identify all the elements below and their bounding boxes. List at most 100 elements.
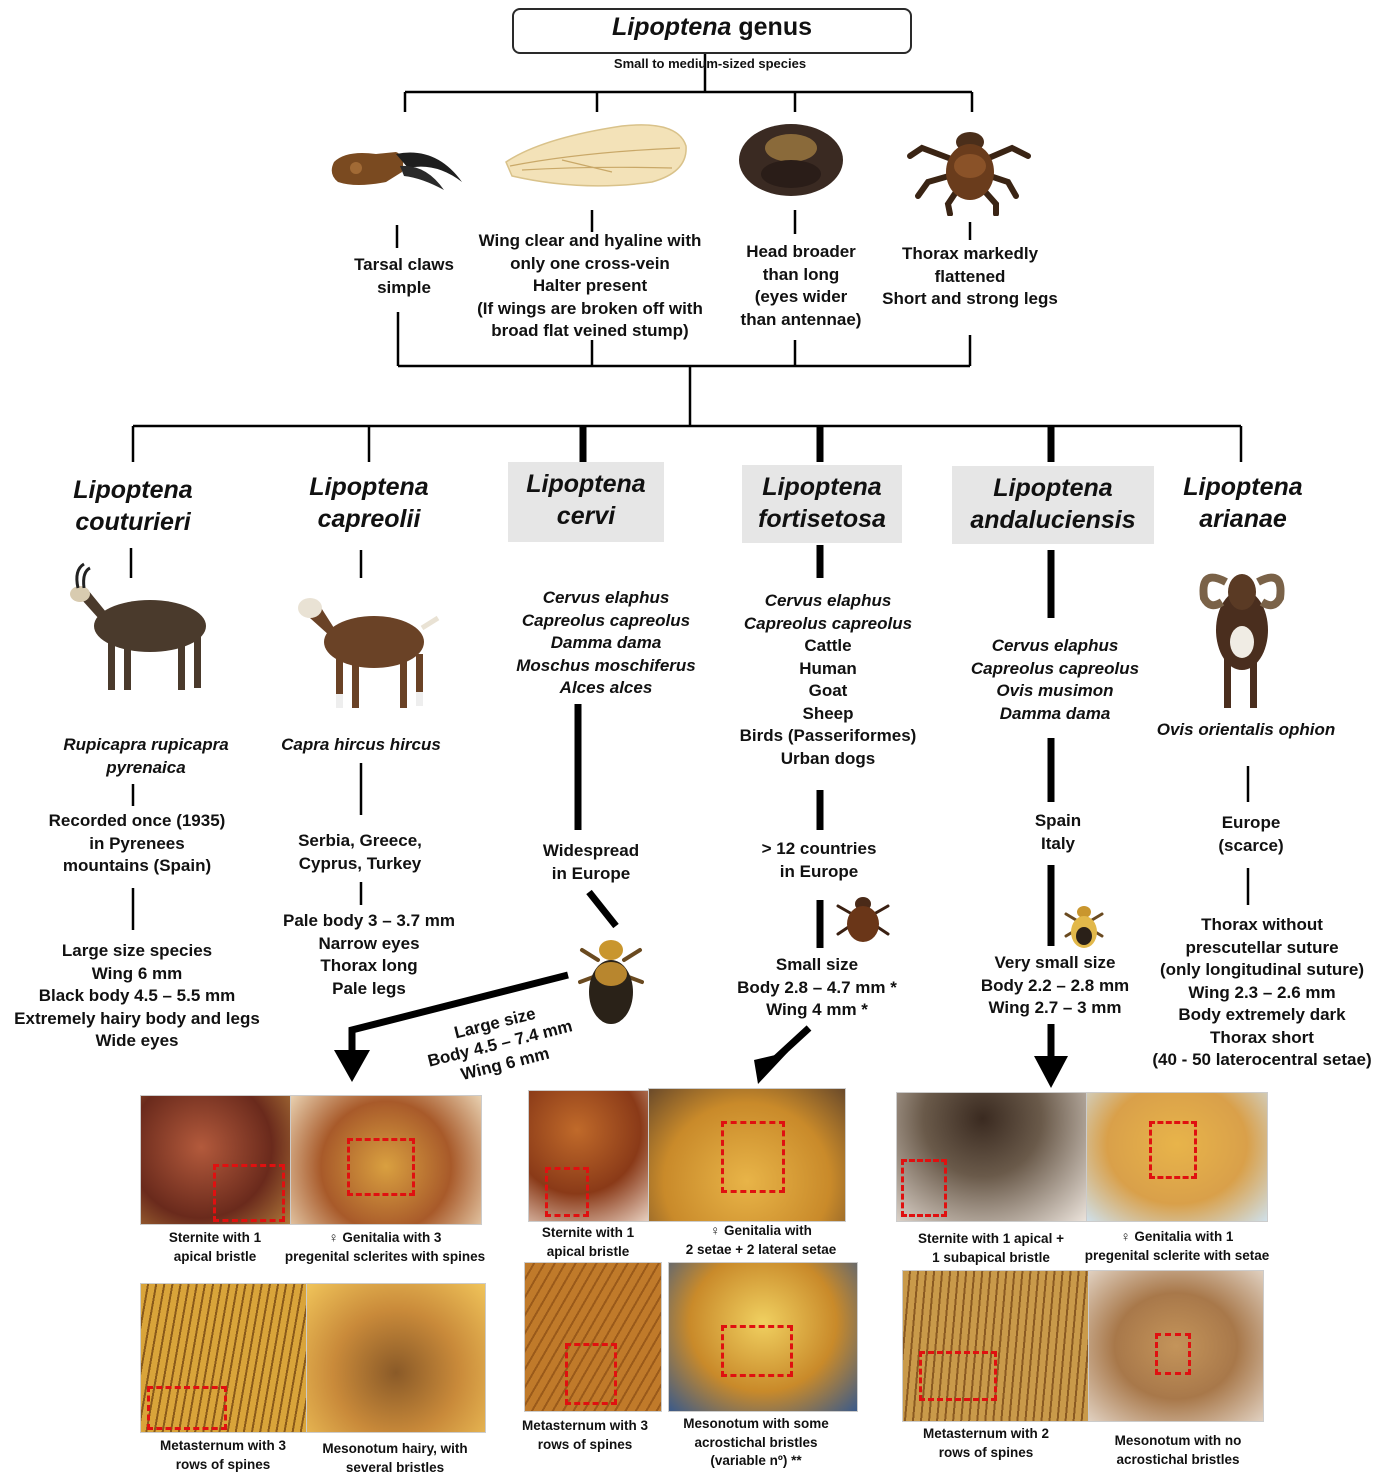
text-line: Body 2.8 – 4.7 mm *: [724, 977, 910, 1000]
text-line: Metasternum with 3: [510, 1417, 660, 1436]
text-line: Large size species: [2, 940, 272, 963]
text-line: Human: [726, 658, 930, 681]
text-line: pyrenaica: [46, 757, 246, 780]
text-line: ♀ Genitalia with: [656, 1222, 866, 1241]
text-line: ♀ Genitalia with 3: [270, 1229, 500, 1248]
text-line: Lipoptena: [40, 474, 226, 506]
text-line: 1 subapical bristle: [896, 1249, 1086, 1268]
text-line: Cervus elaphus: [726, 590, 930, 613]
text-line: rows of spines: [896, 1444, 1076, 1463]
capreolii-hosts: Capra hircus hircus: [266, 734, 456, 757]
text-line: Metasternum with 2: [896, 1425, 1076, 1444]
text-line: than long: [726, 264, 876, 287]
text-line: Lipoptena: [1160, 471, 1326, 503]
text-line: Wide eyes: [2, 1030, 272, 1053]
text-line: Wing 4 mm *: [724, 999, 910, 1022]
fortisetosa-metasternum-photo: [524, 1262, 662, 1412]
text-line: Short and strong legs: [870, 288, 1070, 311]
text-line: Sternite with 1: [520, 1224, 656, 1243]
text-line: Mesonotum with some: [666, 1415, 846, 1434]
andaluciensis-sternite-photo: [896, 1092, 1088, 1222]
text-line: Very small size: [972, 952, 1138, 975]
text-line: Cattle: [726, 635, 930, 658]
genus-title-box: Lipoptena genus: [512, 8, 912, 54]
andaluciensis-genitalia-photo: [1086, 1092, 1268, 1222]
andaluciensis-metasternum-photo: [902, 1270, 1090, 1422]
text-line: cervi: [508, 500, 664, 532]
text-line: capreolii: [276, 503, 462, 535]
text-line: than antennae): [726, 309, 876, 332]
text-line: Metasternum with 3: [140, 1437, 306, 1456]
tarsal-claw-icon: [326, 142, 466, 200]
text-line: pregenital sclerites with spines: [270, 1248, 500, 1267]
text-line: Capreolus capreolus: [500, 610, 712, 633]
cervi-metasternum-photo: [140, 1283, 308, 1433]
thorax-icon: [904, 120, 1034, 216]
text-line: Pale body 3 – 3.7 mm: [264, 910, 474, 933]
text-line: Lipoptena: [742, 471, 902, 503]
text-line: Urban dogs: [726, 748, 930, 771]
text-line: 2 setae + 2 lateral setae: [656, 1241, 866, 1260]
text-line: (only longitudinal suture): [1148, 959, 1376, 982]
text-line: Mesonotum with no: [1088, 1432, 1268, 1451]
text-line: Thorax short: [1148, 1027, 1376, 1050]
goat-icon: [290, 584, 440, 714]
genus-subtitle: Small to medium-sized species: [560, 56, 860, 72]
cervi-sternite-highlight: [213, 1164, 285, 1222]
text-line: Pale legs: [264, 978, 474, 1001]
text-line: Damma dama: [950, 703, 1160, 726]
fortisetosa-sternite-photo: [528, 1090, 650, 1222]
text-line: Widespread: [520, 840, 662, 863]
text-line: acrostichal bristles: [1088, 1451, 1268, 1470]
arianae-hosts: Ovis orientalis ophion: [1146, 719, 1346, 742]
text-line: only one cross-vein: [462, 253, 718, 276]
text-line: Recorded once (1935): [30, 810, 244, 833]
text-line: Ovis orientalis ophion: [1146, 719, 1346, 742]
andaluciensis-sternite-caption: Sternite with 1 apical +1 subapical bris…: [896, 1230, 1086, 1267]
fortisetosa-mesonotum-photo: [668, 1262, 858, 1412]
text-line: > 12 countries: [746, 838, 892, 861]
text-line: Alces alces: [500, 677, 712, 700]
text-line: Moschus moschiferus: [500, 655, 712, 678]
text-line: Head broader: [726, 241, 876, 264]
cervi-genitalia-photo: [290, 1095, 482, 1225]
chamois-icon: [60, 560, 216, 696]
fortisetosa-sternite-highlight: [545, 1167, 589, 1217]
text-line: Goat: [726, 680, 930, 703]
andaluciensis-mesonotum-photo: [1088, 1270, 1264, 1422]
text-line: Wing clear and hyaline with: [462, 230, 718, 253]
text-line: Cyprus, Turkey: [270, 853, 450, 876]
andaluciensis-sternite-highlight: [901, 1159, 947, 1217]
cervi-sternite-photo: [140, 1095, 292, 1225]
text-line: pregenital sclerite with setae: [1072, 1247, 1282, 1266]
text-line: in Europe: [746, 861, 892, 884]
text-line: Wing 2.7 – 3 mm: [972, 997, 1138, 1020]
text-line: arianae: [1160, 503, 1326, 535]
text-line: couturieri: [40, 506, 226, 538]
fortisetosa-specimen-icon: [836, 894, 890, 946]
text-line: Serbia, Greece,: [270, 830, 450, 853]
text-line: Halter present: [462, 275, 718, 298]
text-line: Thorax long: [264, 955, 474, 978]
text-line: Body 2.2 – 2.8 mm: [972, 975, 1138, 998]
text-line: Body extremely dark: [1148, 1004, 1376, 1027]
text-line: (eyes wider: [726, 286, 876, 309]
text-line: (scarce): [1196, 835, 1306, 858]
text-line: Wing 6 mm: [2, 963, 272, 986]
